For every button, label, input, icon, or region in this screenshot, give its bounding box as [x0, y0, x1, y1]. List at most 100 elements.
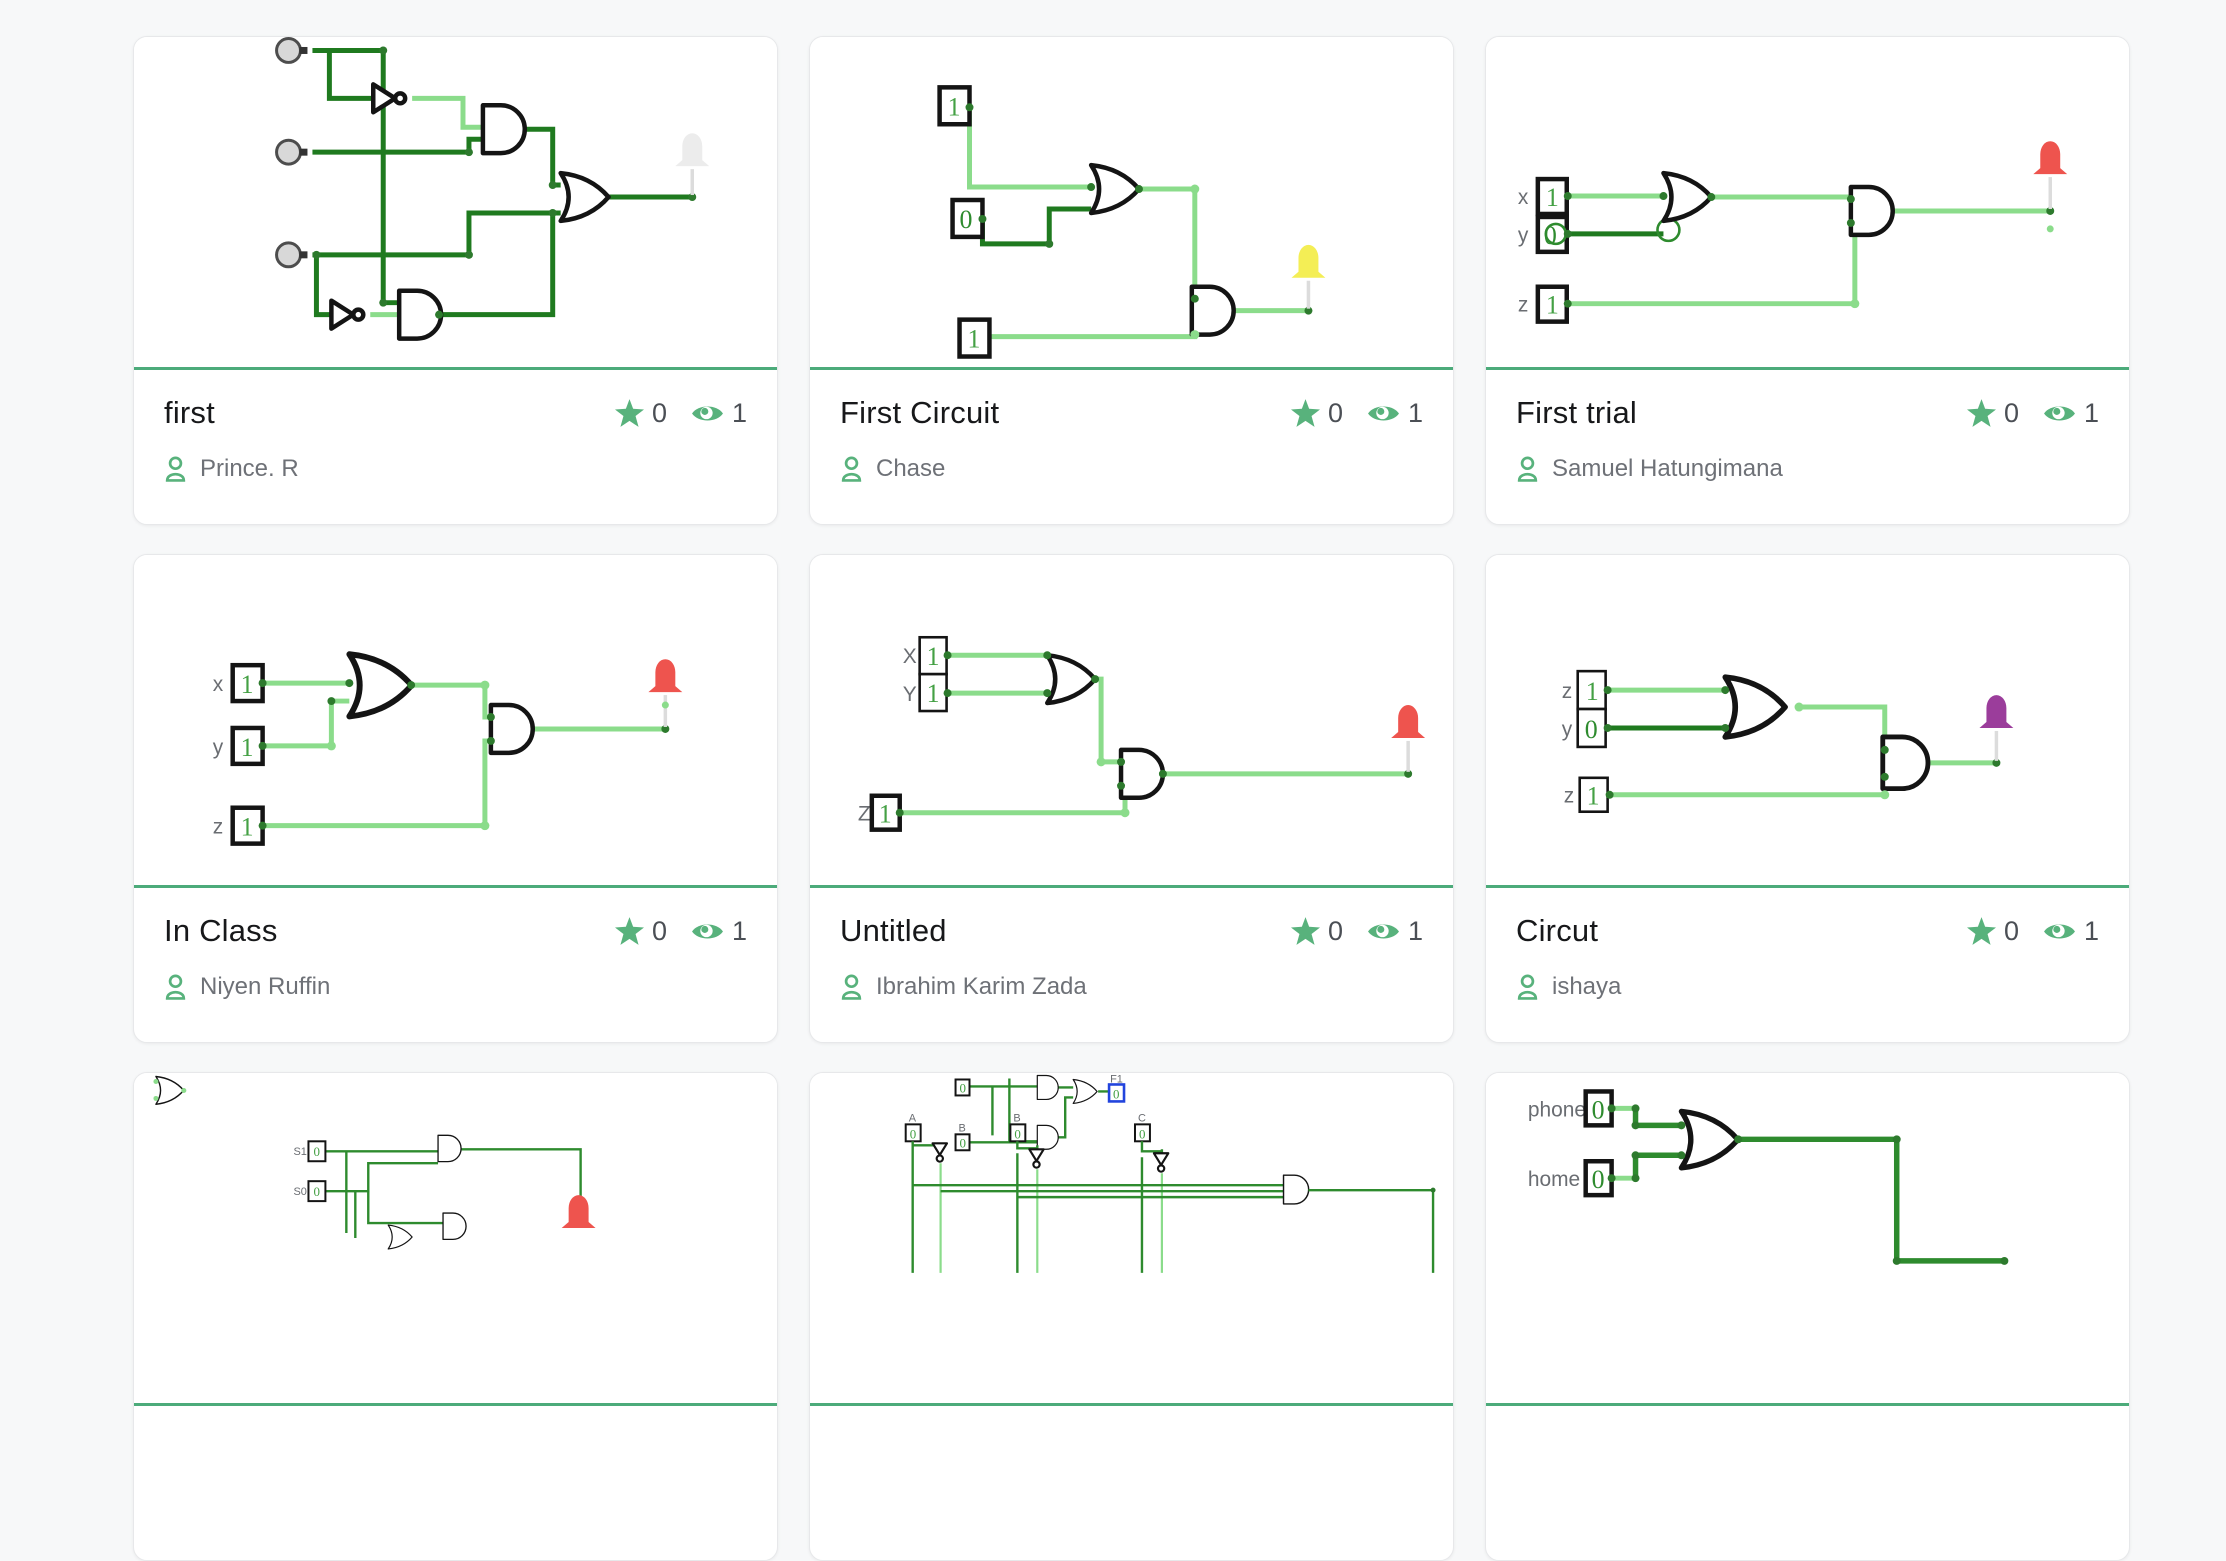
project-card[interactable]: z 1 y 0 z 1 Circut [1485, 554, 2130, 1043]
project-title[interactable]: first [164, 395, 215, 430]
led-off [675, 133, 710, 167]
author-name[interactable]: Niyen Ruffin [200, 973, 331, 1000]
project-title[interactable]: Untitled [840, 913, 947, 948]
eye-icon [1367, 920, 1400, 943]
input-label: B [1013, 1112, 1020, 1124]
input-label: B [959, 1122, 966, 1134]
view-count: 1 [731, 397, 747, 428]
author-name[interactable]: Ibrahim Karim Zada [876, 973, 1087, 1000]
circuit-preview[interactable]: 0 B 0 F1 0 A 0 B 0 C 0 [810, 1073, 1453, 1406]
card-body: First Circuit 0 1 Chase [810, 370, 1453, 483]
or-gate [349, 654, 411, 716]
circuit-preview[interactable]: z 1 y 0 z 1 [1486, 555, 2129, 888]
star-count: 0 [2003, 397, 2019, 428]
project-title[interactable]: Circut [1516, 913, 1599, 948]
person-icon [840, 974, 863, 1000]
circuit-diagram-first-circuit: 1 0 1 [937, 85, 1326, 359]
input-value: 1 [879, 800, 892, 829]
input-label: x [213, 673, 224, 696]
and-gate [491, 705, 533, 753]
project-stats: 0 1 [614, 916, 747, 947]
input-value: 0 [1585, 715, 1598, 744]
view-count: 1 [1407, 915, 1423, 946]
person-icon [840, 456, 863, 482]
project-card[interactable]: 0 B 0 F1 0 A 0 B 0 C 0 [809, 1072, 1454, 1561]
circuit-diagram-first [275, 37, 710, 367]
input-label: z [1562, 680, 1572, 703]
or-gate [155, 1075, 185, 1105]
project-title[interactable]: In Class [164, 913, 278, 948]
eye-icon [2043, 920, 2076, 943]
not-gate [331, 301, 363, 329]
input-label: z [1518, 294, 1528, 317]
circuit-preview[interactable] [134, 37, 777, 370]
input-label: Y [903, 683, 917, 706]
card-body: first 0 1 Prince. R [134, 370, 777, 483]
project-card[interactable]: first 0 1 Prince. R [133, 36, 778, 525]
input-value: 0 [910, 1126, 916, 1141]
circuit-preview[interactable]: x 1 y 0 z 1 [1486, 37, 2129, 370]
project-card[interactable]: phone 0 home 0 [1485, 1072, 2130, 1561]
circuit-preview[interactable]: 1 0 1 [810, 37, 1453, 370]
input-label: Z [858, 803, 871, 826]
person-icon [1516, 974, 1539, 1000]
project-card[interactable]: x 1 y 0 z 1 [1485, 36, 2130, 525]
project-stats: 0 1 [1290, 915, 1423, 947]
and-gate [1121, 750, 1163, 798]
input-label: S1 [294, 1146, 307, 1158]
and-gate [399, 291, 441, 339]
input-value: 1 [948, 92, 961, 121]
project-card[interactable]: 1 0 1 First Circuit 0 [809, 36, 1454, 525]
star-count: 0 [1327, 397, 1343, 428]
input-value: 0 [1592, 1165, 1605, 1194]
and-gate [1036, 1074, 1059, 1101]
input-label: y [213, 736, 224, 759]
circuit-diagram-partial-middle: 0 B 0 F1 0 A 0 B 0 C 0 [904, 1073, 1436, 1273]
star-icon [1290, 917, 1320, 945]
project-card[interactable]: x 1 y 1 z 1 [133, 554, 778, 1043]
card-body: Untitled 0 1 Ibrahim Karim Zada [810, 888, 1453, 1001]
circuit-diagram-circut: z 1 y 0 z 1 [1562, 669, 2014, 814]
project-gallery: first 0 1 Prince. R [133, 36, 2130, 1561]
not-gate [1028, 1148, 1045, 1169]
input-label: home [1528, 1168, 1580, 1191]
project-title[interactable]: First trial [1516, 395, 1638, 430]
project-stats: 0 1 [1290, 397, 1423, 429]
circuit-preview[interactable]: phone 0 home 0 [1486, 1073, 2129, 1406]
star-icon [1966, 917, 1996, 945]
star-icon [1966, 399, 1996, 427]
project-card[interactable]: S1 0 S0 0 [133, 1072, 778, 1561]
author-name[interactable]: Prince. R [200, 455, 299, 482]
and-gate [442, 1212, 467, 1241]
led-purple [1979, 695, 2014, 728]
author-name[interactable]: ishaya [1552, 973, 1622, 1000]
input-value: 1 [927, 642, 940, 671]
circuit-preview[interactable]: x 1 y 1 z 1 [134, 555, 777, 888]
input-value: 0 [1592, 1095, 1605, 1124]
project-card[interactable]: X 1 Y 1 Z 1 [809, 554, 1454, 1043]
eye-icon [2043, 402, 2076, 425]
and-gate [1192, 287, 1234, 335]
author-name[interactable]: Chase [876, 455, 946, 482]
input-label: x [1518, 186, 1529, 209]
and-gate [1883, 737, 1928, 789]
circuit-preview[interactable]: X 1 Y 1 Z 1 [810, 555, 1453, 888]
input-label: phone [1528, 1098, 1586, 1121]
input-value: 0 [960, 1080, 966, 1095]
circuit-preview[interactable]: S1 0 S0 0 [134, 1073, 777, 1406]
input-value: 1 [927, 679, 940, 708]
led-red [1391, 705, 1426, 738]
view-count: 1 [2083, 397, 2099, 428]
input-label: C [1138, 1112, 1146, 1124]
star-count: 0 [2003, 915, 2019, 946]
output-label: F1 [1110, 1073, 1123, 1085]
input-value: 1 [1586, 677, 1599, 706]
project-stats: 0 1 [1966, 397, 2099, 429]
project-title[interactable]: First Circuit [840, 395, 1000, 430]
input-value: 1 [241, 813, 254, 842]
and-gate [1282, 1174, 1310, 1205]
button-input [275, 138, 309, 166]
author-name[interactable]: Samuel Hatungimana [1552, 455, 1783, 482]
eye-icon [691, 920, 724, 943]
circuit-diagram-untitled: X 1 Y 1 Z 1 [858, 635, 1426, 832]
